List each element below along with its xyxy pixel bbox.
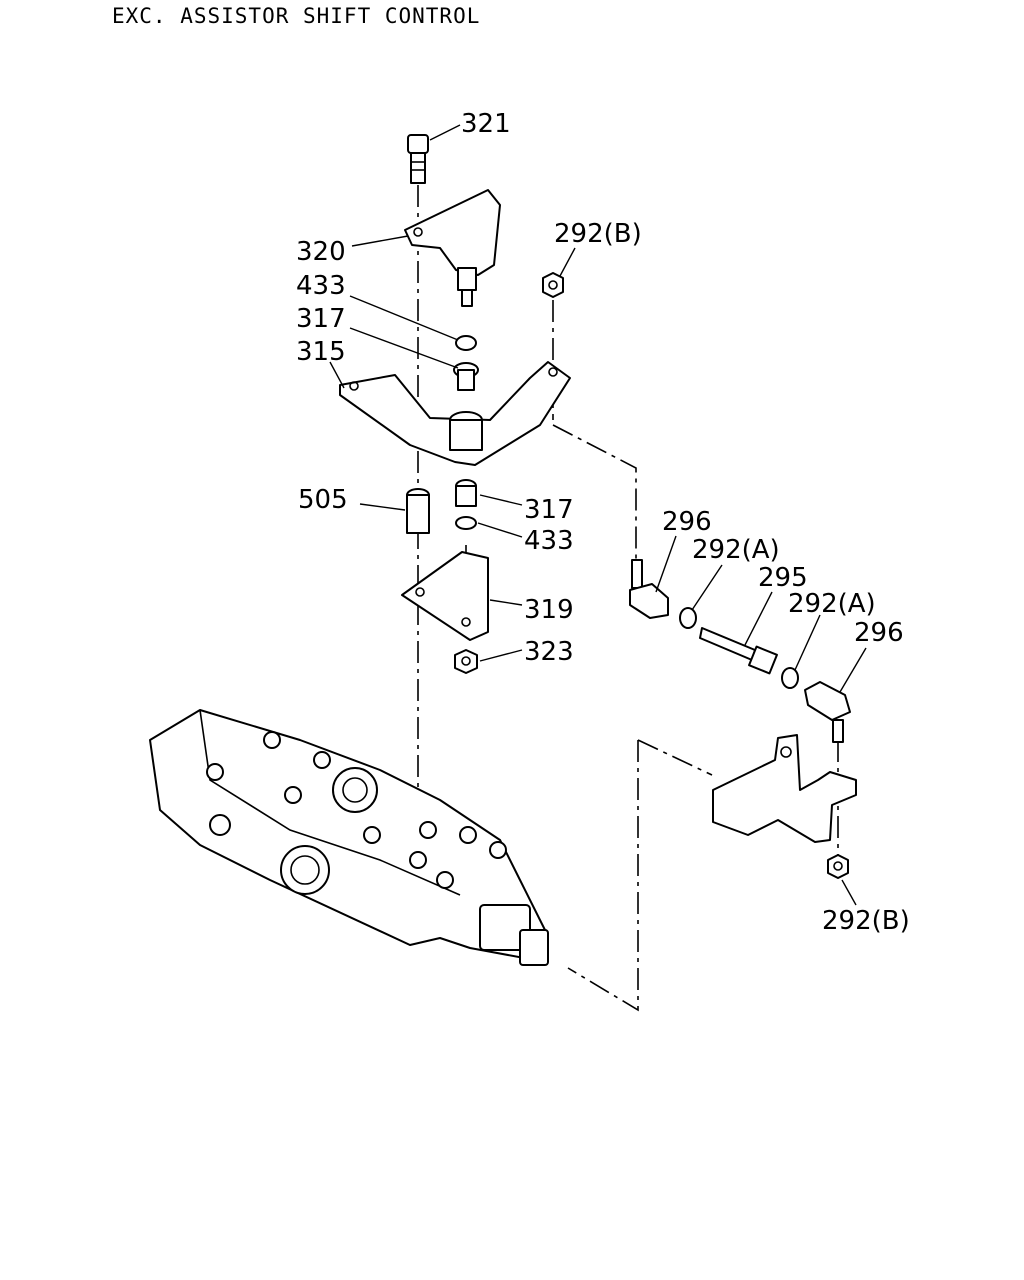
callout-323: 323 (524, 637, 574, 667)
callout-292b-bottom: 292(B) (822, 906, 910, 936)
callout-433-bottom: 433 (524, 526, 574, 556)
callout-315: 315 (296, 337, 346, 367)
oring-433-top (455, 335, 477, 351)
callout-292a-left: 292(A) (692, 535, 780, 565)
callout-505: 505 (298, 485, 348, 515)
oring-433-bottom (455, 516, 477, 530)
callout-317-bottom: 317 (524, 495, 574, 525)
callout-433-top: 433 (296, 271, 346, 301)
nut-292a-right (781, 667, 799, 689)
callout-labels: 321 320 433 317 315 292(B) 505 317 433 3… (296, 109, 910, 936)
leader-lines (329, 124, 867, 906)
nut-292b-top (542, 272, 564, 298)
mounting-bracket (712, 734, 857, 843)
callout-295: 295 (758, 563, 808, 593)
spacer-505 (406, 488, 430, 534)
callout-296-left: 296 (662, 507, 712, 537)
lever-315 (339, 361, 571, 466)
bushing-317-top (453, 362, 479, 391)
callout-317-top: 317 (296, 304, 346, 334)
callout-296-right: 296 (854, 618, 904, 648)
rod-end-296-left (629, 559, 669, 619)
bracket-320 (404, 189, 501, 307)
callout-292a-right: 292(A) (788, 589, 876, 619)
callout-320: 320 (296, 237, 346, 267)
callout-319: 319 (524, 595, 574, 625)
transmission-housing (149, 709, 549, 966)
nut-292a-left (679, 607, 697, 629)
nut-323 (454, 649, 478, 674)
bracket-319 (401, 551, 489, 641)
bolt-321 (407, 134, 429, 184)
callout-292b-top: 292(B) (554, 219, 642, 249)
nut-292b-bottom (827, 854, 849, 879)
bushing-317-bottom (455, 479, 477, 507)
diagram-title: EXC. ASSISTOR SHIFT CONTROL (112, 4, 481, 28)
rod-end-296-right (804, 681, 851, 743)
rod-295 (699, 627, 778, 675)
callout-321: 321 (461, 109, 511, 139)
